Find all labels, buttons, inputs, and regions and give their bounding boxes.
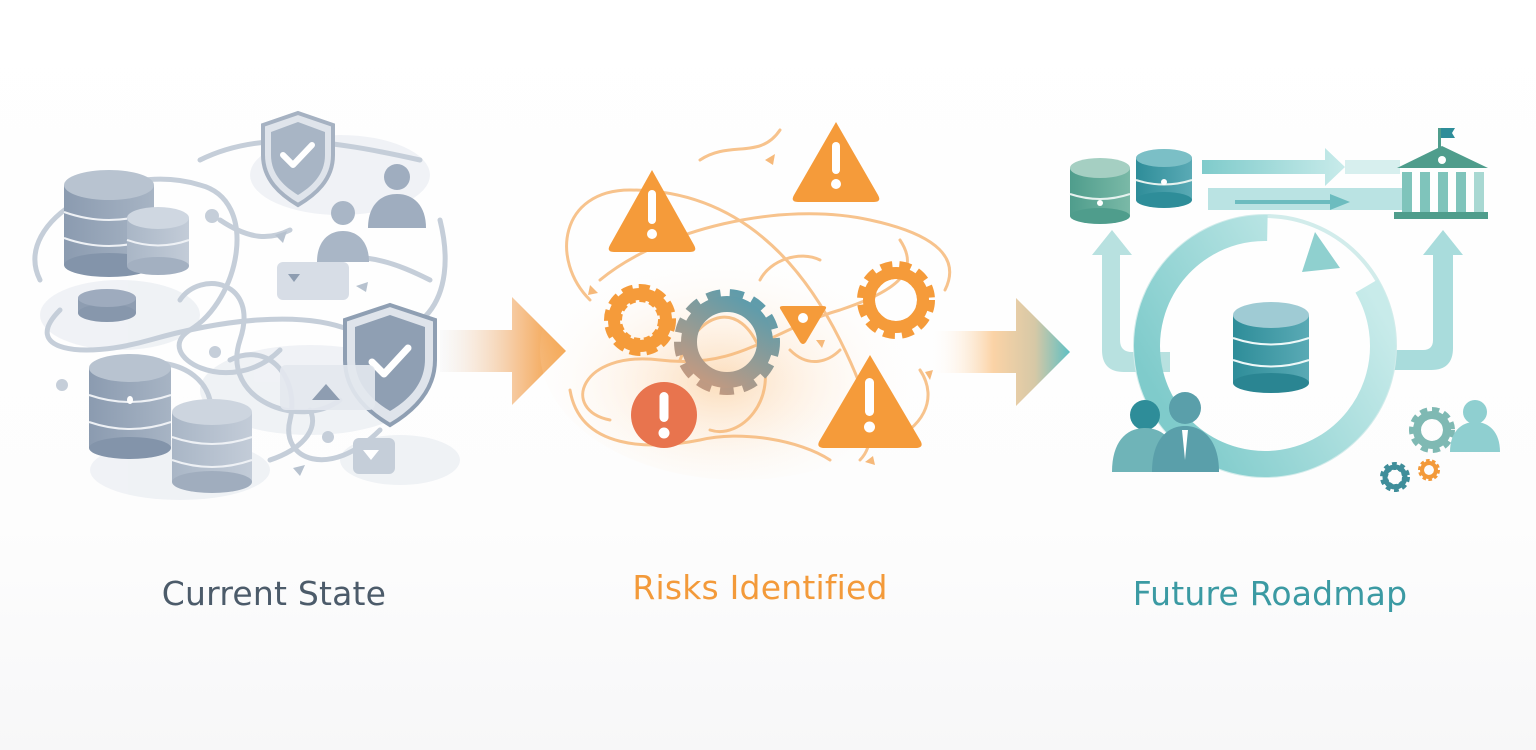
stage-label-current-state: Current State xyxy=(161,574,387,613)
stage-label-future-roadmap: Future Roadmap xyxy=(1132,574,1408,613)
small-warning-icon xyxy=(779,306,827,344)
database-icon xyxy=(88,354,172,459)
stage-label-risks-identified: Risks Identified xyxy=(632,568,888,607)
user-icon xyxy=(1450,400,1500,452)
warning-triangle-icon xyxy=(608,170,696,252)
message-icon xyxy=(353,438,395,474)
arrow-up-icon xyxy=(1385,230,1463,370)
risks-identified-illustration xyxy=(540,110,980,490)
current-state-illustration xyxy=(0,100,480,520)
arrow-connector-1 xyxy=(440,295,570,407)
database-icon xyxy=(1135,149,1193,208)
team-icon xyxy=(1112,392,1219,472)
shield-check-icon xyxy=(261,110,335,208)
institution-icon xyxy=(1394,146,1488,219)
tangled-arrows xyxy=(565,128,952,462)
message-icon xyxy=(277,262,349,300)
user-icon xyxy=(368,164,426,228)
database-icon xyxy=(78,289,136,322)
database-icon xyxy=(1069,158,1131,224)
warning-triangle-icon xyxy=(818,355,922,448)
gear-icon xyxy=(1418,459,1440,481)
database-icon xyxy=(126,207,190,275)
user-icon xyxy=(317,201,369,262)
gear-icon xyxy=(674,289,780,395)
arrow-right-icon xyxy=(1202,148,1408,210)
future-roadmap-illustration xyxy=(1040,120,1520,510)
gear-icon xyxy=(604,284,676,356)
gear-icon xyxy=(857,261,935,339)
alert-circle-icon xyxy=(631,382,697,448)
arrow-up-icon xyxy=(1092,230,1170,372)
arrow-connector-2 xyxy=(930,295,1075,410)
cycle-arrow-icon xyxy=(1133,194,1397,478)
flag-icon xyxy=(1438,128,1455,150)
database-icon xyxy=(171,399,253,493)
gear-icon xyxy=(1409,407,1455,453)
warning-triangle-icon xyxy=(792,122,880,202)
database-icon xyxy=(1232,302,1310,393)
gear-icon xyxy=(1380,462,1410,492)
